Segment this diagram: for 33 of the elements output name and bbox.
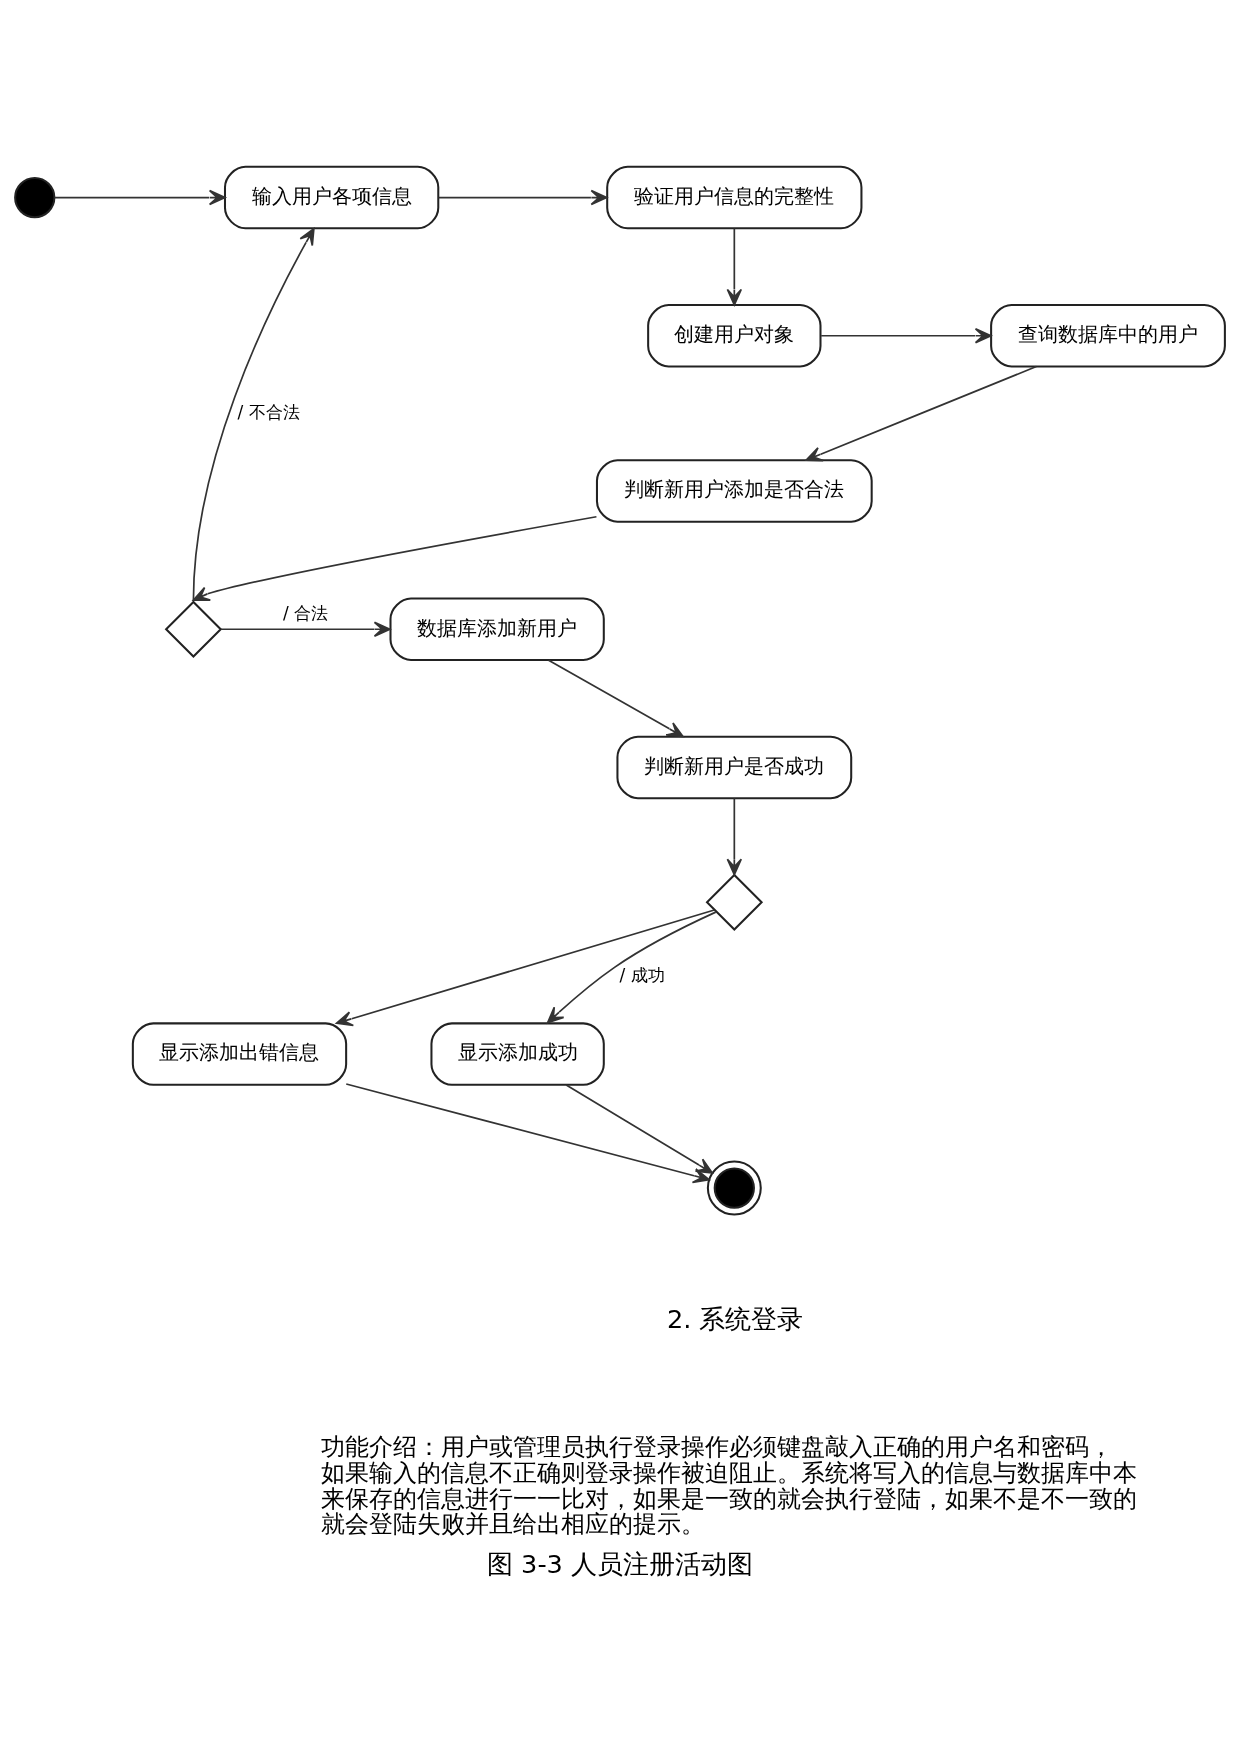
node-box: 判断新用户是否成功 [616,735,853,799]
arrow [547,658,684,737]
arrow [192,515,598,601]
arrow [53,189,226,205]
caption: 图 3-3 人员注册活动图 [486,1548,754,1579]
edge-label: / 不合法 [237,401,300,422]
arrow [726,227,743,306]
arrow [820,327,992,343]
node-box: 判断新用户添加是否合法 [595,458,873,523]
node-box: 验证用户信息的完整性 [606,165,863,229]
arrow [546,910,717,1024]
node-box: 数据库添加新用户 [389,597,605,661]
node-box: 显示添加出错信息 [131,1021,348,1086]
arrow [726,796,743,875]
node-box: 创建用户对象 [647,303,822,367]
arrow [192,227,315,601]
arrow [345,1082,710,1183]
node-diamond [705,873,764,931]
node-circle [706,1160,762,1215]
arrow [805,365,1038,462]
label: 功能介绍：用户或管理员执行登录操作必须键盘敲入正确的用户名和密码，如果输入的信息不正确则登录操作被迫阻止。系统将写入的信息与数据库中本来保存的信息进行一一比对，如果是一致的就会执行登陆，如果不是不一致的就会登陆失败并且给出相应的提示。 [320,1432,1137,1538]
arrow [335,908,716,1026]
node-circle [14,176,56,218]
edge-label: / 成功 [619,964,665,985]
label: 2. 系统登录 [666,1303,804,1334]
node-box: 查询数据库中的用户 [990,303,1226,367]
node-diamond [164,600,223,658]
edge-label: / 合法 [283,602,329,623]
node-box: 输入用户各项信息 [223,165,440,229]
arrow [220,620,391,637]
arrow [437,189,608,205]
arrow [565,1083,714,1174]
node-box: 显示添加成功 [430,1021,605,1086]
